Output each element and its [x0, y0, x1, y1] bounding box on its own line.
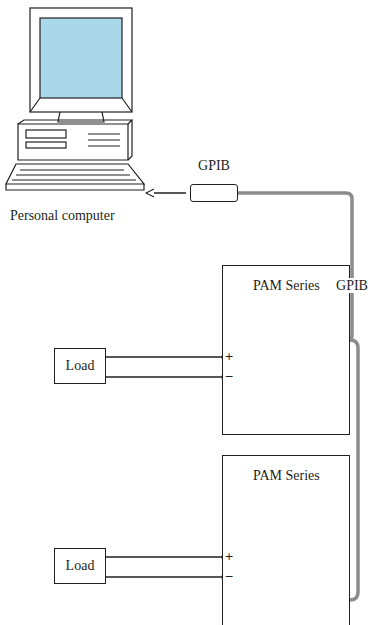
- computer-node: Personal computer: [4, 4, 154, 226]
- node-label: PAM Series: [253, 278, 341, 294]
- gpib-cable: [350, 340, 358, 600]
- node-label: PAM Series: [253, 468, 341, 484]
- load-box: Load: [54, 348, 106, 384]
- node-label: GPIB: [190, 158, 238, 174]
- node-label: Personal computer: [10, 208, 115, 224]
- terminal-sign: +: [223, 551, 235, 562]
- cable-label: GPIB: [334, 278, 370, 293]
- node-label: Load: [66, 558, 95, 574]
- load-wire: [106, 356, 222, 357]
- instrument-box: PAM Series: [222, 455, 350, 625]
- terminal-sign: +: [223, 351, 235, 362]
- terminal-sign: −: [223, 571, 235, 582]
- gpib-adapter: GPIB: [190, 158, 238, 202]
- data-arrow: [146, 192, 186, 193]
- load-box: Load: [54, 548, 106, 584]
- load-wire: [106, 556, 222, 557]
- load-wire: [106, 376, 222, 377]
- node-label: Load: [66, 358, 95, 374]
- terminal-sign: −: [223, 371, 235, 382]
- instrument-box: PAM Series: [222, 265, 350, 435]
- load-wire: [106, 576, 222, 577]
- gpib-interface-box: [190, 184, 238, 202]
